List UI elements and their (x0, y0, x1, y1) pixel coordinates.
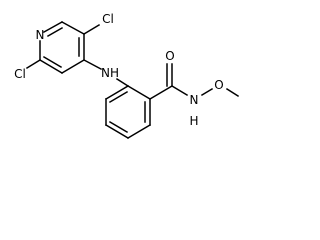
bond-b4-b5-inner (108, 120, 129, 134)
bond-n1-c6 (42, 20, 64, 34)
chemical-structure-diagram: Cl Cl N NH O N H O (14, 12, 240, 140)
bond-b4-b5 (104, 123, 130, 140)
bond-b2-carbonyl (148, 84, 174, 101)
bond-nh-b1 (115, 77, 130, 88)
benzene-ring (104, 84, 152, 140)
bond-c5-cl (82, 23, 101, 36)
pyridine-nitrogen-atom: N (36, 28, 45, 42)
amine-nh-label: NH (101, 66, 119, 80)
bond-c3-c2-inner (42, 55, 63, 69)
bond-o-methyl (225, 87, 240, 98)
amide-hydrogen-atom: H (189, 114, 198, 128)
bond-c6-c5 (60, 20, 86, 36)
bond-b6-b1-inner (108, 90, 129, 104)
bond-c4-c3 (60, 58, 86, 75)
bond-n1-c6-inner (46, 26, 64, 38)
bond-c3-c2 (38, 58, 64, 75)
amide-oxygen-atom: O (165, 49, 174, 63)
pyridine-ring (38, 20, 86, 75)
bond-b6-b1 (104, 84, 130, 101)
bond-c4-nh (82, 58, 103, 71)
chlorine-atom-left: Cl (14, 67, 26, 81)
bond-c2-cl (25, 58, 42, 70)
bond-b1-b2 (126, 84, 152, 101)
bond-carbonyl-n (170, 84, 189, 97)
amide-nitrogen-atom: N (190, 93, 199, 107)
chlorine-atom-top: Cl (102, 12, 114, 26)
bond-n-o (200, 87, 214, 97)
bond-b3-b4 (126, 123, 152, 140)
ether-oxygen-atom: O (214, 78, 223, 92)
